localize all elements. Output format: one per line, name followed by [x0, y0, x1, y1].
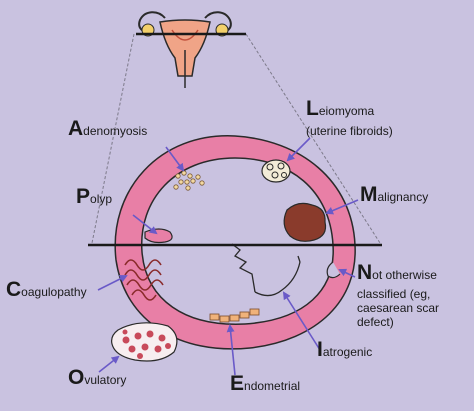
- label-leiomyoma: Leiomyoma: [306, 98, 375, 119]
- label-malignancy-initial: M: [360, 183, 378, 206]
- label-not-otherwise-line3: caesarean scar: [357, 301, 440, 315]
- malignancy-mark: [283, 202, 327, 242]
- arrow-not-otherwise: [338, 268, 356, 278]
- scar-defect-mark: [326, 261, 341, 279]
- label-not-otherwise-line4: defect): [357, 315, 394, 329]
- label-malignancy-rest: alignancy: [377, 190, 429, 204]
- label-ovulatory: Ovulatory: [68, 367, 127, 388]
- label-not-otherwise: Not otherwise: [357, 262, 437, 283]
- label-not-otherwise-initial: N: [357, 261, 373, 284]
- arrow-iatrogenic: [282, 291, 321, 351]
- ovary-mark: [111, 322, 178, 362]
- label-endometrial: Endometrial: [230, 373, 301, 394]
- iud-mark: [231, 243, 301, 297]
- label-adenomyosis: Adenomyosis: [68, 118, 148, 139]
- adenomyosis-mark: [173, 170, 205, 191]
- label-iatrogenic: Iatrogenic: [317, 339, 373, 360]
- uterus-icon: [136, 11, 246, 88]
- label-polyp-rest: olyp: [90, 192, 113, 206]
- arrow-adenomyosis: [165, 146, 185, 172]
- coagulopathy-mark: [124, 259, 164, 301]
- label-polyp-initial: P: [76, 185, 91, 208]
- label-iatrogenic-initial: I: [317, 338, 323, 361]
- polyp-mark: [144, 228, 173, 244]
- label-not-otherwise-line2: classified (eg,: [357, 287, 431, 301]
- endometrial-mark: [209, 308, 260, 323]
- label-leiomyoma-line2: (uterine fibroids): [306, 124, 393, 138]
- label-adenomyosis-initial: A: [68, 117, 84, 140]
- label-iatrogenic-rest: atrogenic: [322, 345, 373, 359]
- label-endometrial-initial: E: [230, 372, 245, 395]
- arrow-ovulatory: [98, 355, 120, 373]
- arrow-malignancy: [325, 199, 359, 215]
- label-leiomyoma-rest: eiomyoma: [318, 104, 375, 118]
- label-coagulopathy: Coagulopathy: [6, 279, 87, 300]
- label-endometrial-rest: ndometrial: [244, 379, 301, 393]
- label-coagulopathy-initial: C: [6, 278, 22, 301]
- label-ovulatory-rest: vulatory: [84, 373, 127, 387]
- label-ovulatory-initial: O: [68, 366, 85, 389]
- label-not-otherwise-rest: ot otherwise: [372, 268, 437, 282]
- leiomyoma-mark: [261, 159, 291, 183]
- arrow-endometrial: [226, 324, 236, 376]
- label-coagulopathy-rest: oagulopathy: [21, 285, 87, 299]
- label-polyp: Polyp: [76, 186, 113, 207]
- arrow-coagulopathy: [97, 275, 128, 291]
- label-leiomyoma-initial: L: [306, 97, 319, 120]
- arrow-leiomyoma: [286, 137, 311, 162]
- zoom-guide-right: [245, 33, 381, 244]
- label-malignancy: Malignancy: [360, 184, 429, 205]
- zoom-guide-left: [91, 33, 135, 244]
- uterus-ring: [114, 135, 356, 350]
- label-adenomyosis-rest: denomyosis: [83, 124, 148, 138]
- arrow-polyp: [132, 214, 158, 235]
